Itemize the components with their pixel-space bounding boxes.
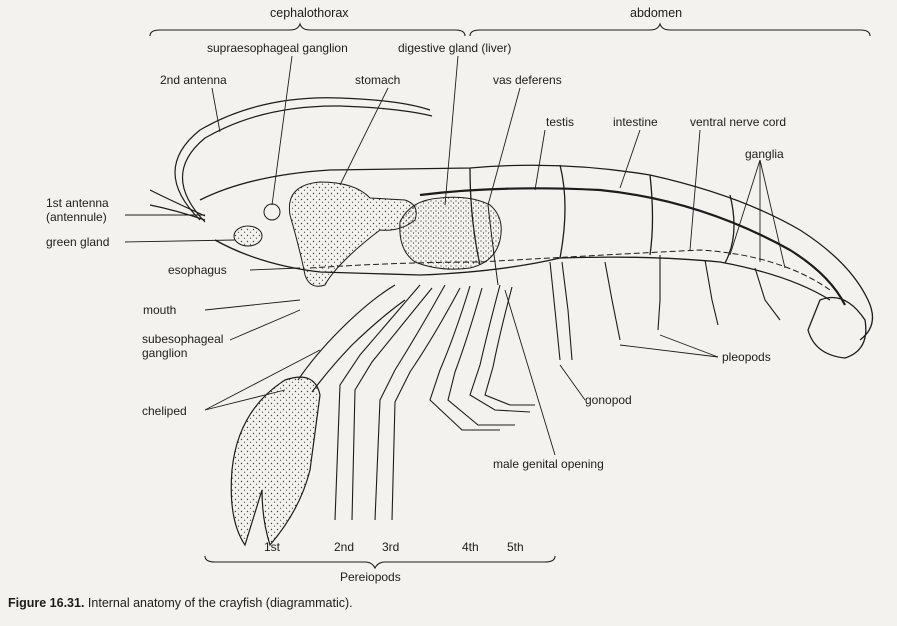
ganglia-label: ganglia: [745, 147, 784, 161]
cephalothorax-brace: [149, 22, 466, 37]
subesophageal-label: subesophageal: [142, 332, 224, 346]
digestive-gland-label: digestive gland (liver): [398, 41, 512, 55]
leg-label-3: 3rd: [382, 540, 400, 554]
cheliped-label: cheliped: [142, 404, 187, 418]
stomach-shape: [288, 181, 417, 287]
cheliped-shape: [230, 284, 406, 547]
figure-number: Figure 16.31.: [8, 596, 85, 610]
walking-legs: [334, 284, 535, 521]
second-antenna-label: 2nd antenna: [160, 73, 227, 87]
first-antenna-label: 1st antenna: [46, 196, 109, 210]
esophagus-label: esophagus: [168, 263, 227, 277]
testis-label: testis: [546, 115, 575, 129]
vas-deferens-shape: [487, 204, 499, 286]
leg-label-5: 5th: [507, 540, 524, 554]
male-genital-opening-label: male genital opening: [493, 457, 604, 471]
leg-label-1: 1st: [264, 540, 281, 554]
vas-deferens-label: vas deferens: [493, 73, 562, 87]
abdomen-brace: [469, 22, 871, 37]
intestine-label: intestine: [613, 115, 658, 129]
antennae: [149, 97, 433, 223]
pereiopods-brace: [204, 555, 556, 570]
subesophageal-ganglion-label: ganglion: [142, 346, 188, 360]
body-outline: [199, 164, 874, 359]
figure-caption-text: Internal anatomy of the crayfish (diagra…: [87, 596, 353, 610]
digestive-gland-shape: [399, 196, 502, 270]
ventral-nerve-cord-label: ventral nerve cord: [690, 115, 787, 129]
supraesophageal-ganglion-shape: [263, 203, 281, 221]
leader-lines: [124, 55, 786, 456]
supraesophageal-ganglion-label: supraesophageal ganglion: [207, 41, 348, 55]
pleopods-label: pleopods: [722, 350, 771, 364]
leg-label-2: 2nd: [334, 540, 355, 554]
intestine-shape: [419, 187, 846, 306]
abdomen-label: abdomen: [630, 6, 683, 20]
pereiopods-label: Pereiopods: [340, 570, 401, 584]
antennule-label: (antennule): [46, 210, 107, 224]
figure-caption: Figure 16.31. Internal anatomy of the cr…: [8, 596, 353, 610]
green-gland-label: green gland: [46, 235, 110, 249]
green-gland-shape: [233, 225, 263, 247]
leg-label-4: 4th: [462, 540, 479, 554]
gonopod-label: gonopod: [585, 393, 632, 407]
stomach-label: stomach: [355, 73, 401, 87]
mouth-label: mouth: [143, 303, 177, 317]
pleopods-shape: [549, 255, 781, 361]
ventral-nerve-cord-shape: [309, 249, 831, 291]
cephalothorax-label: cephalothorax: [270, 6, 349, 20]
